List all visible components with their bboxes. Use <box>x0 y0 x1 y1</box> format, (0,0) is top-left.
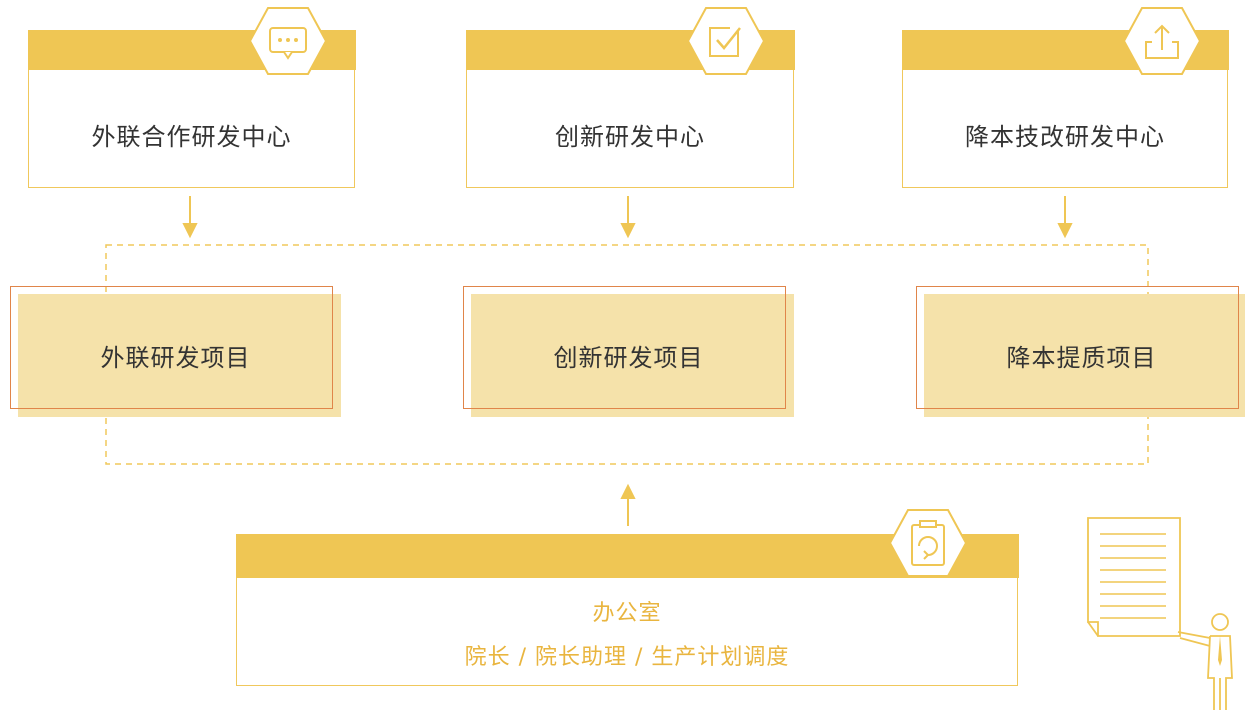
project-box-label: 外联研发项目 <box>100 344 251 372</box>
arrowhead-down-2 <box>620 223 636 239</box>
center-box-label: 创新研发中心 <box>555 123 705 151</box>
arrowhead-up <box>620 483 636 499</box>
project-box-fill <box>18 294 341 417</box>
project-box-label: 创新研发项目 <box>553 344 704 372</box>
project-box-label: 降本提质项目 <box>1006 344 1157 372</box>
presenter-with-document-icon <box>1087 517 1233 710</box>
checkbox-icon <box>686 7 766 75</box>
center-box-external: 外联合作研发中心 <box>27 29 356 188</box>
office-title: 办公室 <box>592 601 662 626</box>
project-box-outline <box>463 286 786 409</box>
office-header-bar <box>235 533 1019 578</box>
project-box-innovation: 创新研发项目 <box>463 286 794 417</box>
arrowhead-down-3 <box>1057 223 1073 239</box>
office-box: 办公室 院长 / 院长助理 / 生产计划调度 <box>235 533 1019 686</box>
project-box-outline <box>10 286 333 409</box>
upload-icon <box>1122 7 1202 75</box>
project-box-fill <box>471 294 794 417</box>
clipboard-refresh-icon <box>888 509 968 577</box>
project-box-outline <box>916 286 1239 409</box>
project-box-external: 外联研发项目 <box>10 286 341 417</box>
office-roles: 院长 / 院长助理 / 生产计划调度 <box>464 645 790 670</box>
center-box-label: 外联合作研发中心 <box>91 123 292 151</box>
center-box-label: 降本技改研发中心 <box>965 123 1165 151</box>
arrowhead-down-1 <box>182 223 198 239</box>
project-box-cost-quality: 降本提质项目 <box>916 286 1245 417</box>
project-box-fill <box>924 294 1245 417</box>
chat-bubble-icon <box>248 7 328 75</box>
